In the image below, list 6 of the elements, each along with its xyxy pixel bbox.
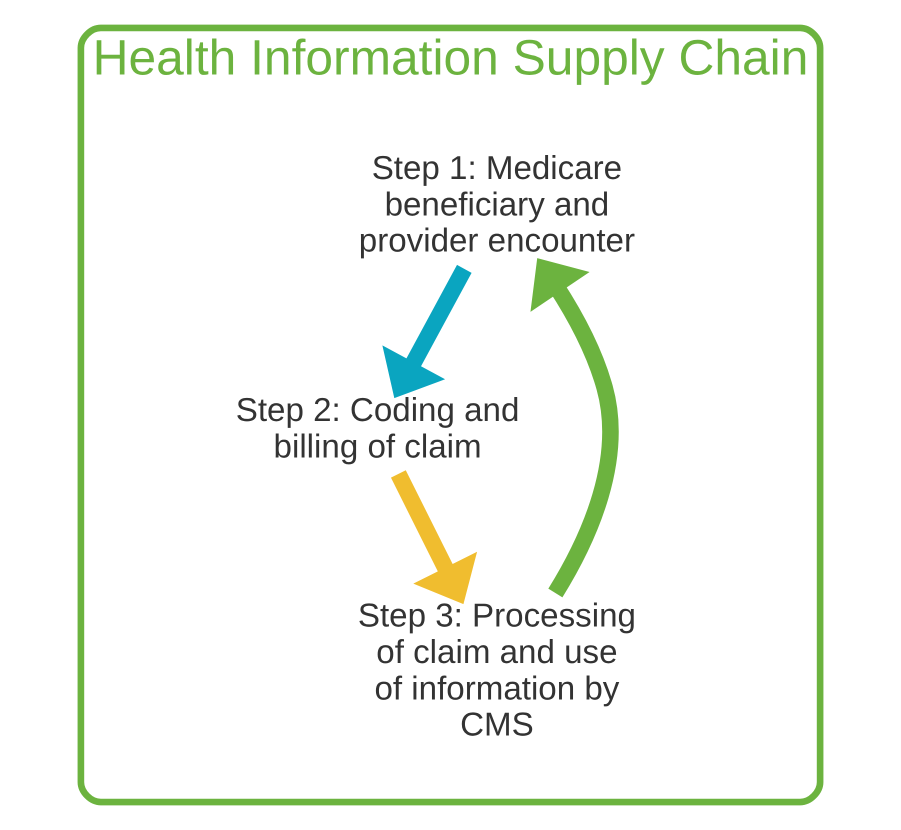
arrow (390, 470, 478, 604)
arrow (382, 264, 472, 398)
node-text: Step 2: Coding and billing of claim (236, 392, 520, 466)
node-text: Step 1: Medicare beneficiary and provider encounter (358, 150, 636, 260)
arrow (530, 258, 619, 598)
node-text: Step 3: Processing of claim and use of information by CMS (358, 597, 636, 744)
